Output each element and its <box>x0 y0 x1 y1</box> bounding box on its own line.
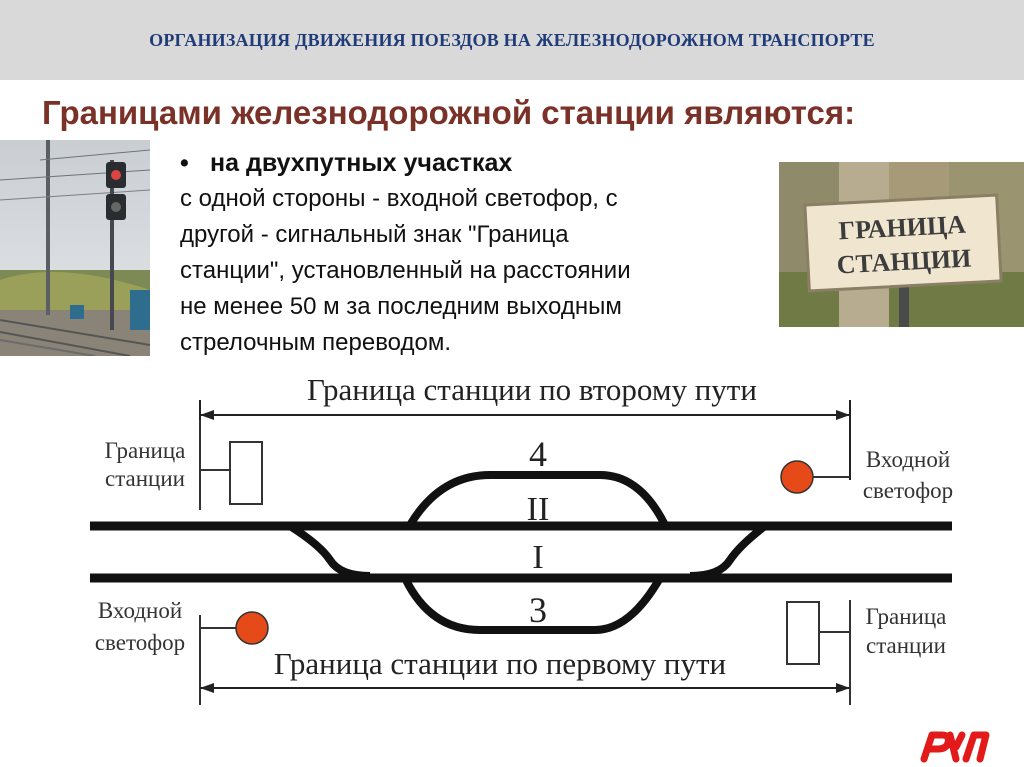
track-4-label: 4 <box>529 434 547 474</box>
bullet-text-block: • на двухпутных участках с одной стороны … <box>180 145 780 361</box>
left-top-label-2: станции <box>105 466 185 491</box>
track-4 <box>406 471 669 528</box>
header-title: ОРГАНИЗАЦИЯ ДВИЖЕНИЯ ПОЕЗДОВ НА ЖЕЛЕЗНОД… <box>149 29 875 50</box>
slide-heading: Границами железнодорожной станции являют… <box>42 94 856 131</box>
bullet-line-3: станции", установленный на расстоянии <box>180 257 631 284</box>
left-crossover <box>287 522 371 580</box>
left-top-boundary-sign <box>229 441 263 505</box>
bullet-title: на двухпутных участках <box>210 149 513 177</box>
track-II-label: II <box>527 491 550 528</box>
railway-photo <box>0 140 150 356</box>
bullet-line-2: другой - сигнальный знак "Граница <box>180 221 569 248</box>
bullet-item: • на двухпутных участках <box>180 145 780 181</box>
right-top-label-1: Входной <box>866 447 950 472</box>
left-bottom-signal-icon <box>235 611 269 645</box>
right-bottom-label-1: Граница <box>866 604 947 629</box>
track-diagram: Граница станции по второму пути Граница … <box>90 372 953 705</box>
top-span-arrow-right <box>836 410 850 420</box>
right-bottom-label-2: станции <box>866 633 946 658</box>
right-top-signal-icon <box>780 460 814 494</box>
bottom-span-label: Граница станции по первому пути <box>274 646 726 681</box>
left-bottom-label-1: Входной <box>98 598 182 623</box>
right-top-label-2: светофор <box>863 478 953 503</box>
sign-line-2: СТАНЦИИ <box>836 243 972 279</box>
top-span-arrow-left <box>200 410 214 420</box>
track-3 <box>401 576 664 634</box>
left-top-label-1: Граница <box>105 438 186 463</box>
bullet-line-4: не менее 50 м за последним выходным <box>180 293 622 320</box>
sign-line-1: ГРАНИЦА <box>838 210 967 246</box>
bullet-dot: • <box>180 149 189 177</box>
bullet-line-1: с одной стороны - входной светофор, с <box>180 185 618 212</box>
top-span-label: Граница станции по второму пути <box>307 372 757 407</box>
bullet-line-5: стрелочным переводом. <box>180 329 452 356</box>
header-band: ОРГАНИЗАЦИЯ ДВИЖЕНИЯ ПОЕЗДОВ НА ЖЕЛЕЗНОД… <box>0 0 1024 80</box>
bottom-span-arrow-right <box>836 683 850 693</box>
rzd-logo-icon <box>920 731 990 763</box>
station-sign-photo: ГРАНИЦА СТАНЦИИ <box>779 162 1024 327</box>
sign-board: ГРАНИЦА СТАНЦИИ <box>803 193 1003 293</box>
track-3-label: 3 <box>529 590 547 630</box>
right-crossover <box>689 522 768 580</box>
right-bottom-boundary-sign <box>786 601 820 665</box>
left-bottom-label-2: светофор <box>95 630 185 655</box>
track-I-label: I <box>532 539 543 576</box>
bottom-span-arrow-left <box>200 683 214 693</box>
